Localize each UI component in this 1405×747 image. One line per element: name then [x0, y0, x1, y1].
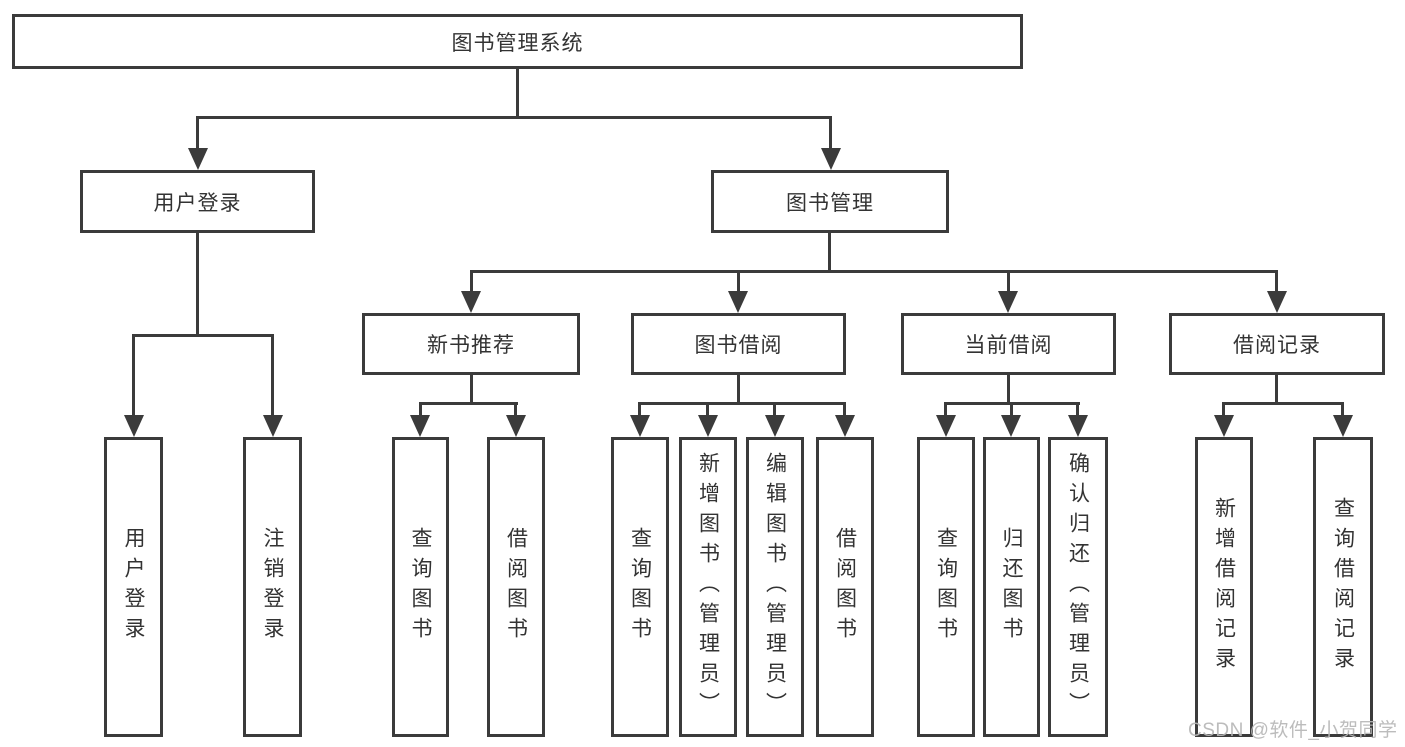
leaf-label: 编辑图书（管理员） — [763, 452, 787, 722]
connector-vline — [271, 334, 274, 418]
leaf-logout: 注销登录 — [243, 437, 302, 737]
arrow-down-icon — [821, 148, 841, 170]
leaf-label: 新增图书（管理员） — [696, 452, 720, 722]
connector-vline — [737, 375, 740, 405]
arrow-down-icon — [461, 291, 481, 313]
leaf-label: 查询图书 — [409, 527, 432, 647]
connector-hline — [470, 270, 1277, 273]
connector-vline — [773, 402, 776, 418]
leaf-query-borrow-record: 查询借阅记录 — [1313, 437, 1373, 737]
leaf-edit-book-admin: 编辑图书（管理员） — [746, 437, 804, 737]
arrow-down-icon — [506, 415, 526, 437]
arrow-down-icon — [1267, 291, 1287, 313]
csdn-watermark: CSDN @软件_小贺同学 — [1188, 720, 1398, 741]
leaf-label: 查询图书 — [934, 527, 958, 647]
connector-vline — [828, 233, 831, 273]
connector-vline — [1007, 270, 1010, 296]
arrow-down-icon — [630, 415, 650, 437]
arrow-down-icon — [1333, 415, 1353, 437]
node-label: 图书管理 — [786, 191, 874, 215]
connector-vline — [737, 270, 740, 296]
leaf-label: 归还图书 — [1000, 527, 1023, 647]
arrow-down-icon — [1001, 415, 1021, 437]
connector-vline — [1275, 375, 1278, 405]
connector-hline — [1222, 402, 1344, 405]
leaf-user-login: 用户登录 — [104, 437, 163, 737]
connector-vline — [196, 116, 199, 152]
connector-vline — [1007, 375, 1010, 405]
node-label: 借阅记录 — [1233, 334, 1321, 357]
connector-hline — [196, 116, 832, 119]
connector-vline — [944, 402, 947, 418]
arrow-down-icon — [188, 148, 208, 170]
leaf-label: 查询图书 — [628, 527, 652, 647]
arrow-down-icon — [698, 415, 718, 437]
node-new-book-recommendation: 新书推荐 — [362, 313, 580, 375]
connector-vline — [638, 402, 641, 418]
node-user-login: 用户登录 — [80, 170, 315, 233]
leaf-query-books-recommend: 查询图书 — [392, 437, 449, 737]
connector-vline — [470, 375, 473, 405]
connector-vline — [516, 69, 519, 119]
arrow-down-icon — [1214, 415, 1234, 437]
connector-vline — [514, 402, 517, 418]
connector-vline — [1275, 270, 1278, 296]
leaf-label: 新增借阅记录 — [1212, 497, 1236, 677]
connector-hline — [132, 334, 274, 337]
node-label: 用户登录 — [153, 191, 242, 215]
leaf-return-books: 归还图书 — [983, 437, 1040, 737]
arrow-down-icon — [410, 415, 430, 437]
node-label: 新书推荐 — [427, 334, 515, 357]
connector-vline — [1222, 402, 1225, 418]
connector-vline — [706, 402, 709, 418]
connector-vline — [1341, 402, 1344, 418]
arrow-down-icon — [124, 415, 144, 437]
arrow-down-icon — [998, 291, 1018, 313]
leaf-label: 用户登录 — [122, 527, 145, 647]
connector-vline — [829, 116, 832, 152]
arrow-down-icon — [835, 415, 855, 437]
arrow-down-icon — [765, 415, 785, 437]
leaf-borrow-books: 借阅图书 — [816, 437, 874, 737]
leaf-confirm-return-admin: 确认归还（管理员） — [1048, 437, 1108, 737]
leaf-add-book-admin: 新增图书（管理员） — [679, 437, 737, 737]
leaf-borrow-books-recommend: 借阅图书 — [487, 437, 545, 737]
connector-vline — [132, 334, 135, 418]
connector-vline — [843, 402, 846, 418]
arrow-down-icon — [263, 415, 283, 437]
node-book-management: 图书管理 — [711, 170, 949, 233]
node-book-borrowing: 图书借阅 — [631, 313, 846, 375]
node-current-borrowing: 当前借阅 — [901, 313, 1116, 375]
leaf-add-borrow-record: 新增借阅记录 — [1195, 437, 1253, 737]
connector-hline — [419, 402, 518, 405]
leaf-label: 注销登录 — [261, 527, 284, 647]
connector-vline — [1076, 402, 1079, 418]
leaf-label: 借阅图书 — [504, 527, 528, 647]
leaf-query-books-borrow: 查询图书 — [611, 437, 669, 737]
connector-vline — [470, 270, 473, 296]
leaf-label: 确认归还（管理员） — [1066, 452, 1090, 722]
leaf-label: 查询借阅记录 — [1331, 497, 1355, 677]
arrow-down-icon — [936, 415, 956, 437]
leaf-query-books-current: 查询图书 — [917, 437, 975, 737]
connector-vline — [1010, 402, 1013, 418]
arrow-down-icon — [1068, 415, 1088, 437]
leaf-label: 借阅图书 — [833, 527, 857, 647]
connector-hline — [638, 402, 846, 405]
connector-vline — [196, 233, 199, 337]
node-label: 当前借阅 — [964, 334, 1053, 357]
node-label: 图书借阅 — [694, 334, 783, 357]
node-library-management-system: 图书管理系统 — [12, 14, 1023, 69]
arrow-down-icon — [728, 291, 748, 313]
node-borrowing-records: 借阅记录 — [1169, 313, 1385, 375]
connector-vline — [419, 402, 422, 418]
node-label: 图书管理系统 — [451, 31, 584, 55]
